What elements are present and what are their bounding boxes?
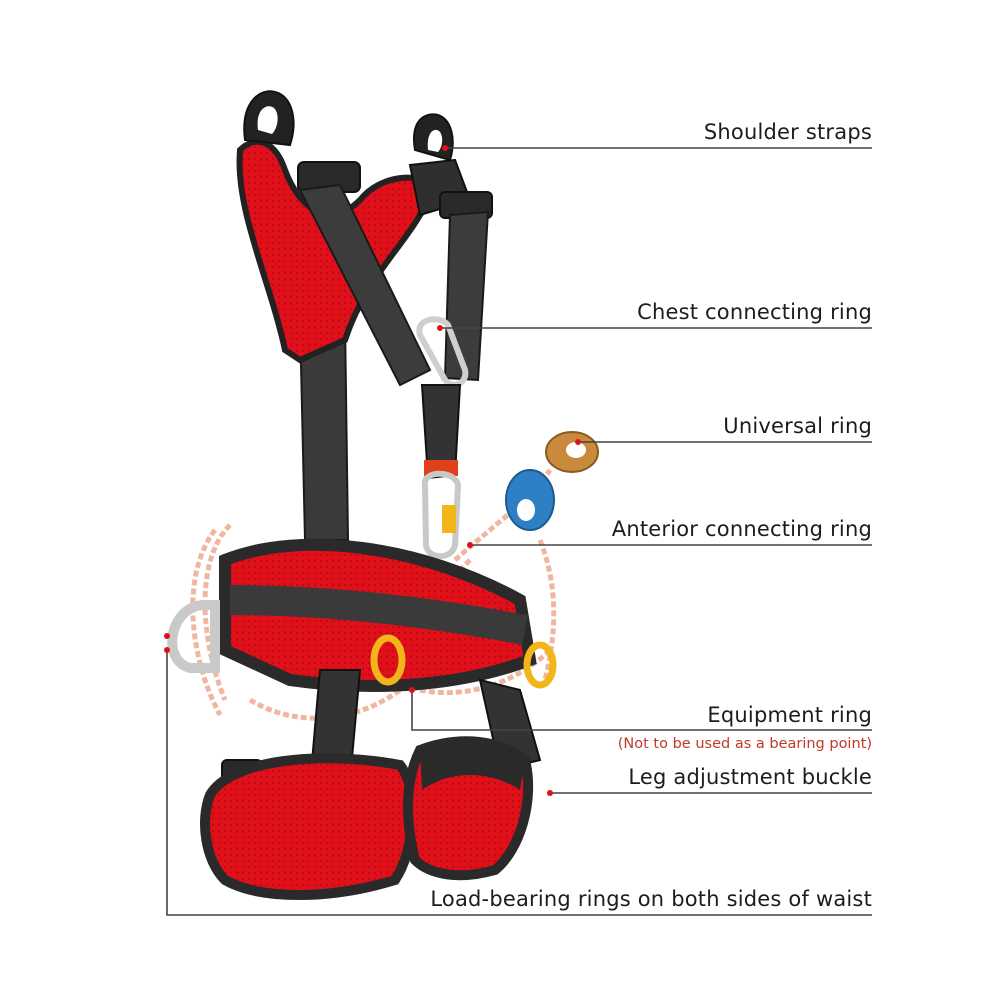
label-waist-rings: Load-bearing rings on both sides of wais… xyxy=(430,887,872,911)
label-universal-ring: Universal ring xyxy=(723,414,872,438)
left-front-strap xyxy=(298,183,432,387)
equipment-ring-right xyxy=(523,641,557,689)
waist-side-ring xyxy=(167,600,220,673)
label-anterior-ring: Anterior connecting ring xyxy=(611,517,872,541)
callout-dots xyxy=(164,145,581,796)
label-chest-ring: Chest connecting ring xyxy=(637,300,872,324)
blue-swivel xyxy=(505,469,555,531)
anterior-carabiner xyxy=(422,470,462,560)
callout-equipment xyxy=(411,690,872,731)
label-shoulder-straps: Shoulder straps xyxy=(703,120,872,144)
callout-lines xyxy=(166,147,872,916)
left-leg-pad xyxy=(200,753,418,900)
chest-carabiner xyxy=(416,316,469,388)
equipment-ring-left xyxy=(370,634,406,686)
right-front-strap xyxy=(443,210,490,382)
callout-waist xyxy=(166,650,872,916)
label-equipment-note: (Not to be used as a bearing point) xyxy=(617,736,872,752)
label-equipment-ring: Equipment ring xyxy=(707,703,872,727)
label-leg-buckle: Leg adjustment buckle xyxy=(628,765,872,789)
